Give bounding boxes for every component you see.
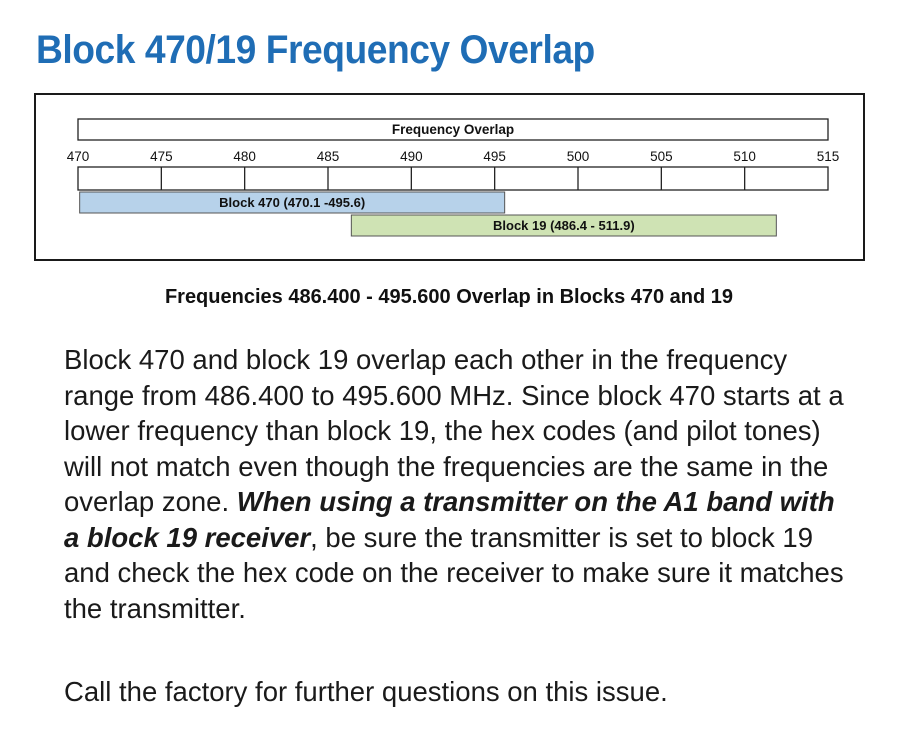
header-label: Frequency Overlap: [392, 122, 514, 137]
tick-label: 480: [233, 149, 256, 164]
tick-label: 500: [567, 149, 590, 164]
tick-label: 495: [483, 149, 506, 164]
block-label: Block 19 (486.4 - 511.9): [493, 218, 635, 233]
frequency-overlap-diagram: Frequency Overlap 470 475 480 485 490 495 500 50…: [34, 93, 865, 261]
tick-label: 505: [650, 149, 673, 164]
closing-paragraph: Call the factory for further questions o…: [64, 676, 668, 707]
page-title: Block 470/19 Frequency Overlap: [36, 28, 595, 72]
body-paragraph: Block 470 and block 19 overlap each othe…: [64, 342, 854, 626]
header-bar: [77, 118, 829, 141]
body-text-part2: , be sure the transmitter is set to bloc…: [64, 521, 844, 624]
block-label: Block 470 (470.1 -495.6): [219, 195, 365, 210]
body-emphasis: When using a transmitter on the A1 band …: [64, 486, 835, 553]
tick-label: 510: [733, 149, 756, 164]
scale-row: [77, 166, 829, 191]
tick-label: 490: [400, 149, 423, 164]
tick-label: 485: [317, 149, 340, 164]
tick-label: 475: [150, 149, 173, 164]
block-bar: [79, 191, 506, 214]
block-bar: [350, 214, 777, 237]
tick-label: 515: [817, 149, 840, 164]
diagram-caption: Frequencies 486.400 - 495.600 Overlap in…: [164, 286, 734, 308]
body-text-part1: Block 470 and block 19 overlap each othe…: [64, 344, 844, 517]
diagram-canvas: Frequency Overlap 470 475 480 485 490 495 500 50…: [67, 118, 840, 237]
tick-label: 470: [67, 149, 90, 164]
